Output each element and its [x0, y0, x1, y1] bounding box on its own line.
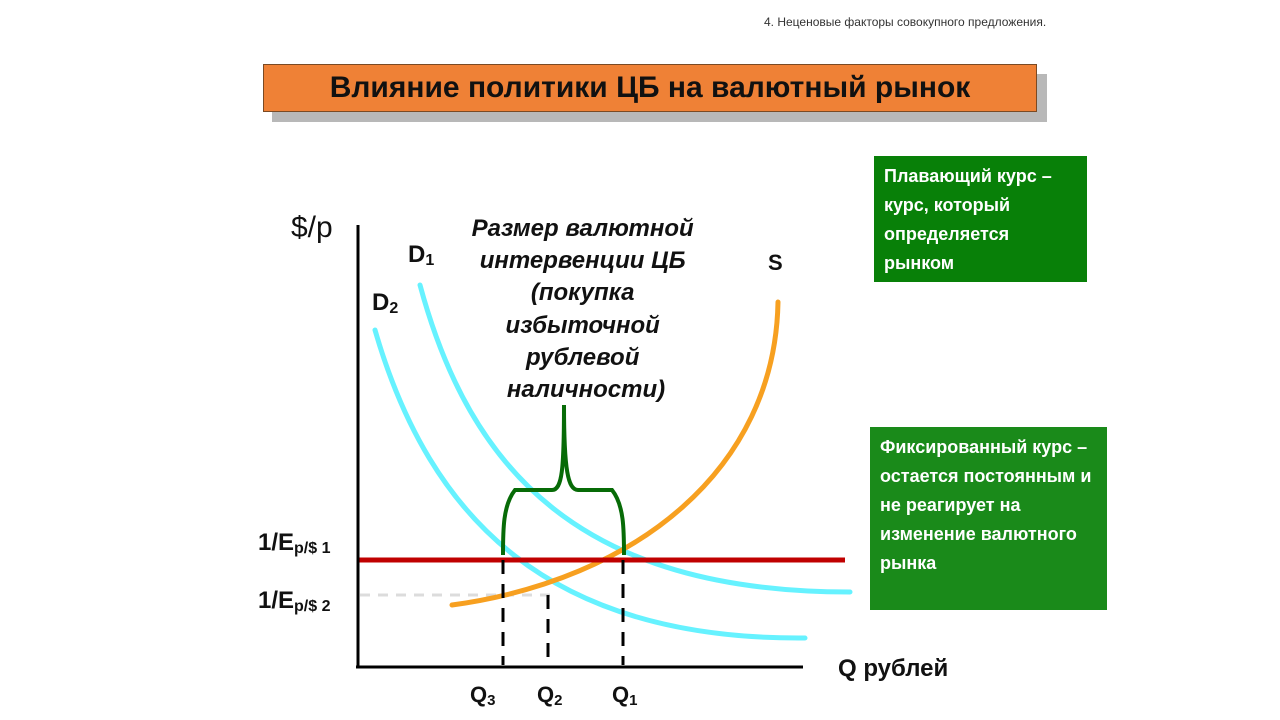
s-label: S — [768, 250, 783, 275]
q2-label: Q2 — [537, 682, 562, 709]
annotation-line: избыточной — [506, 312, 661, 339]
demand-curve-d2 — [372, 327, 808, 641]
supply-curve — [449, 299, 781, 608]
q3-label: Q3 — [470, 682, 495, 709]
annotation-line: интервенции ЦБ — [480, 247, 686, 274]
level-1-label: 1/Eр/$ 1 — [258, 529, 331, 557]
d1-label: D1 — [408, 241, 434, 269]
intervention-annotation: Размер валютной интервенции ЦБ (покупка … — [472, 215, 701, 403]
annotation-line: (покупка — [531, 279, 635, 306]
annotation-line: Размер валютной — [472, 215, 694, 242]
q1-label: Q1 — [612, 682, 637, 709]
annotation-line: наличности) — [507, 376, 665, 403]
fixed-rate-box: Фиксированный курс – остается постоянным… — [870, 427, 1107, 610]
level-2-label: 1/Eр/$ 2 — [258, 587, 331, 615]
floating-rate-box: Плавающий курс – курс, который определяе… — [874, 156, 1087, 282]
x-axis-label: Q рублей — [838, 655, 948, 682]
y-axis-label: $/р — [291, 211, 333, 244]
demand-curve-d1 — [417, 282, 853, 595]
d2-label: D2 — [372, 289, 398, 317]
header-note: 4. Неценовые факторы совокупного предлож… — [764, 15, 1047, 29]
annotation-line: рублевой — [525, 344, 640, 371]
slide-title: Влияние политики ЦБ на валютный рынок — [263, 64, 1037, 112]
intervention-brace — [501, 404, 626, 556]
